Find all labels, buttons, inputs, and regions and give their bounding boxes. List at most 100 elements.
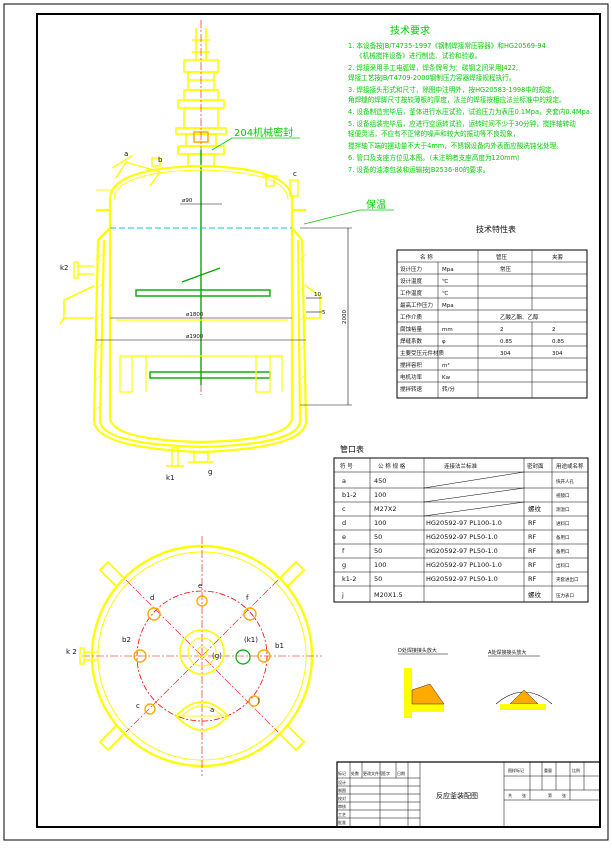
spec-cell: 2: [500, 327, 504, 333]
spec-cell: 0.85: [552, 339, 565, 345]
spec-cell: 0.85: [500, 339, 513, 345]
nozzle-cell: M20X1.5: [374, 591, 403, 599]
agitator: [135, 267, 271, 379]
inner-frame: [36, 13, 601, 828]
spec-cell: 304: [552, 351, 563, 357]
dim-10: 10: [314, 292, 321, 298]
nozzle-cell: 快开人孔: [556, 478, 574, 485]
spec-cell: 304: [500, 351, 511, 357]
nozzle-cell: HG20592-97 PL100-1.0: [426, 519, 502, 527]
nozzle-header: 用途或名称: [556, 462, 584, 470]
nozzle-cell: j: [341, 591, 344, 599]
nozzle-cell: HG20592-97 PL50-1.0: [426, 575, 498, 583]
nozzle-header: 符 号: [340, 462, 353, 470]
nozzle-cell: f: [342, 547, 345, 555]
spec-cell: ℃: [442, 290, 448, 297]
nozzle-cell: 450: [374, 477, 386, 485]
spec-cell: ℃: [442, 278, 448, 285]
req-line: 7. 设备的油漆包装和运输按JB2536-80的要求。: [348, 165, 489, 174]
req-line: 6. 管口及支座方位见本图。（未注明者支座高度为120mm）: [348, 153, 524, 162]
req-line: 3. 焊接接头形式和尺寸，除图中注明外，按HG20583-1998中的规定，: [348, 85, 558, 94]
label-f: f: [246, 594, 249, 602]
req-line: 轻便灵活，不应有不正常的噪声和较大的振动等不良现象，: [348, 129, 519, 138]
spec-cell: 焊缝系数: [400, 337, 423, 345]
label-d: d: [150, 594, 154, 602]
title-block: 标记 处数 更改文件号 签字 日期 设计 制图 校对 审核 工艺 批准 图样标记…: [336, 761, 601, 828]
req-line: 5. 设备组装完毕后，应进行空运转试验，运转时间不少于30分钟，搅拌轴转动: [348, 119, 576, 128]
elevation-view: ø90 ø1800 ø1900 2000 10 5 204机械密封 保温 a b…: [59, 20, 394, 482]
spec-table-title: 技术特性表: [476, 224, 516, 234]
tb-role: 校对: [338, 795, 346, 801]
vessel-shell: [96, 200, 306, 418]
nozzle-cell: d: [342, 519, 346, 527]
nozzle-cell: k1-2: [342, 575, 356, 583]
spec-header: 管压: [496, 253, 508, 261]
label-k2-plan: k 2: [66, 648, 77, 656]
nozzle-cell: 螺纹: [528, 504, 542, 513]
nozzle-cell: 备用口: [556, 548, 570, 555]
outer-border: [3, 3, 609, 841]
nozzle-cell: 100: [374, 561, 386, 569]
spec-cell: 设计温度: [400, 277, 423, 285]
nozzle-cell: 备用口: [556, 534, 570, 541]
spec-cell: 常压: [500, 265, 512, 273]
tb-label: 签字: [382, 770, 390, 776]
nozzle-cell: 压力表口: [556, 592, 574, 599]
dim-5: 5: [322, 310, 326, 316]
nozzle-cell: RF: [528, 533, 537, 541]
spec-cell: 工作温度: [400, 289, 423, 297]
label-g-plan: (g): [212, 652, 222, 660]
label-c: c: [293, 170, 297, 178]
nozzle-table-title: 管口表: [340, 444, 364, 454]
tb-role: 审核: [338, 803, 346, 809]
nozzle-cell: RF: [528, 561, 537, 569]
spec-cell: mm: [442, 327, 453, 333]
req-line: 焊接工艺按JB/T4709-2000钢制压力容器焊接规程执行。: [348, 73, 515, 82]
tb-label: 标记: [338, 770, 346, 776]
tb-right-label: 比例: [572, 767, 580, 773]
spec-cell: Kw: [442, 375, 451, 381]
nozzle-cell: 100: [374, 519, 386, 527]
label-g: g: [208, 468, 212, 476]
spec-cell: 设计压力: [400, 265, 422, 273]
spec-cell: φ: [442, 339, 446, 345]
label-b: b: [158, 156, 163, 164]
dim-d1900: ø1900: [186, 334, 204, 340]
nozzle-cell: 50: [374, 575, 382, 583]
plan-view: e d f b2 b1 (k1) (g) c j a k 2: [66, 536, 322, 776]
label-b1: b1: [275, 642, 284, 650]
nozzle-cell: 进料口: [556, 520, 570, 527]
req-line: 搅拌轴下端的摆动量不大于4mm，不锈钢设备内外表面应酸洗钝化处理。: [348, 141, 563, 150]
label-k2: k2: [60, 264, 69, 272]
requirements-title: 技术要求: [390, 24, 430, 37]
nozzle-cell: M27X2: [374, 505, 396, 513]
tb-role: 工艺: [338, 812, 346, 817]
spec-cell: Mpa: [442, 267, 454, 273]
nozzle-cell: 测温口: [556, 506, 570, 513]
nozzle-cell: 50: [374, 547, 382, 555]
nozzle-cell: HG20592-97 PL50-1.0: [426, 547, 498, 555]
tb-right-label: 图样标记: [508, 767, 524, 773]
nozzle-cell: 夹套进出口: [556, 576, 579, 583]
label-a: a: [124, 150, 128, 158]
tb-role: 设计: [338, 779, 346, 785]
spec-cell: 搅拌容积: [400, 361, 423, 369]
spec-cell: Mpa: [442, 303, 454, 309]
spec-cell: 电机功率: [400, 373, 423, 381]
spec-cell: 转/分: [442, 385, 455, 393]
label-k1: k1: [166, 474, 175, 482]
nozzle-cell: 100: [374, 491, 386, 499]
nozzle-cell: e: [342, 533, 346, 541]
tb-right-label: 重量: [544, 767, 552, 773]
tb-label: 更改文件号: [363, 770, 383, 776]
spec-cell: 最高工作压力: [400, 301, 433, 309]
label-a-plan: a: [210, 706, 214, 714]
nozzle-cell: c: [342, 505, 346, 513]
nozzle-cell: HG20592-97 PL100-1.0: [426, 561, 502, 569]
req-line: 《机械搅拌设备》进行制造、试验和验收。: [356, 51, 481, 60]
nozzle-cell: g: [342, 561, 346, 569]
nozzle-cell: RF: [528, 519, 537, 527]
spec-cell: 搅拌转速: [400, 385, 423, 393]
